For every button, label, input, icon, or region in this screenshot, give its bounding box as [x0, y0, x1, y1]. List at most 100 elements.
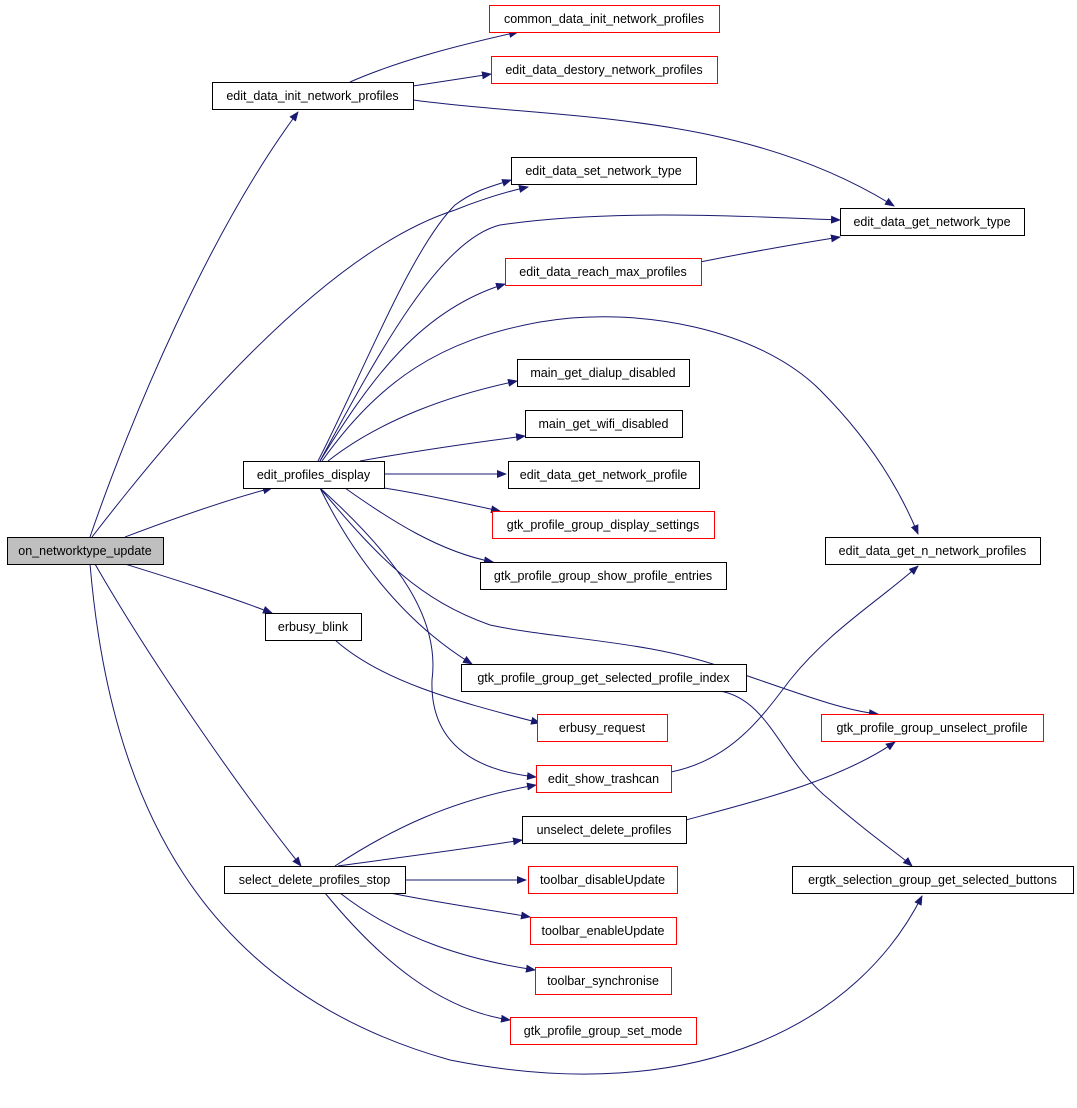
node-label: gtk_profile_group_get_selected_profile_i…: [477, 671, 730, 685]
edge-edit_profiles_display-to-gtk_profile_group_unselect_profile: [319, 487, 879, 718]
node-ergtk_selection_group_get_selected_buttons[interactable]: ergtk_selection_group_get_selected_butto…: [792, 866, 1074, 894]
node-box: [537, 714, 668, 742]
node-box: [508, 461, 700, 489]
edge-edit_show_trashcan-to-edit_data_get_n_network_profiles: [670, 565, 919, 773]
edge-edit_data_init_network_profiles-to-common_data_init_network_profiles: [349, 30, 519, 83]
node-erbusy_blink[interactable]: erbusy_blink: [265, 613, 362, 641]
node-label: edit_data_get_network_profile: [520, 468, 688, 482]
node-unselect_delete_profiles[interactable]: unselect_delete_profiles: [522, 816, 687, 844]
node-box: [530, 917, 677, 945]
node-label: toolbar_disableUpdate: [540, 873, 665, 887]
node-box: [212, 82, 414, 110]
node-box: [510, 1017, 697, 1045]
node-box: [528, 866, 678, 894]
node-edit_data_reach_max_profiles[interactable]: edit_data_reach_max_profiles: [505, 258, 702, 286]
edge-edit_profiles_display-to-edit_show_trashcan: [319, 487, 537, 781]
edge-erbusy_blink-to-erbusy_request: [334, 639, 541, 725]
node-label: edit_data_get_network_type: [853, 215, 1010, 229]
node-gtk_profile_group_get_selected_profile_index[interactable]: gtk_profile_group_get_selected_profile_i…: [461, 664, 747, 692]
node-box: [511, 157, 697, 185]
node-edit_data_init_network_profiles[interactable]: edit_data_init_network_profiles: [212, 82, 414, 110]
node-edit_data_get_network_profile[interactable]: edit_data_get_network_profile: [508, 461, 700, 489]
node-toolbar_synchronise[interactable]: toolbar_synchronise: [535, 967, 672, 995]
node-box: [505, 258, 702, 286]
edge-on_networktype_update-to-select_delete_profiles_stop: [94, 563, 302, 867]
node-toolbar_enableUpdate[interactable]: toolbar_enableUpdate: [530, 917, 677, 945]
node-edit_data_get_n_network_profiles[interactable]: edit_data_get_n_network_profiles: [825, 537, 1041, 565]
node-label: toolbar_synchronise: [547, 974, 659, 988]
edge-edit_profiles_display-to-gtk_profile_group_display_settings: [383, 487, 501, 514]
node-box: [840, 208, 1025, 236]
node-box: [492, 511, 715, 539]
node-box: [825, 537, 1041, 565]
node-label: select_delete_profiles_stop: [239, 873, 391, 887]
edge-on_networktype_update-to-edit_data_set_network_type: [91, 185, 529, 538]
node-box: [489, 5, 720, 33]
node-label: common_data_init_network_profiles: [504, 12, 704, 26]
node-main_get_wifi_disabled[interactable]: main_get_wifi_disabled: [525, 410, 683, 438]
node-toolbar_disableUpdate[interactable]: toolbar_disableUpdate: [528, 866, 678, 894]
node-label: edit_data_set_network_type: [525, 164, 681, 178]
edge-select_delete_profiles_stop-to-toolbar_enableUpdate: [389, 892, 531, 920]
edge-edit_profiles_display-to-edit_data_reach_max_profiles: [319, 282, 506, 462]
node-label: edit_show_trashcan: [548, 772, 659, 786]
node-label: toolbar_enableUpdate: [541, 924, 664, 938]
node-label: gtk_profile_group_unselect_profile: [836, 721, 1027, 735]
edge-edit_data_reach_max_profiles-to-edit_data_get_network_type: [699, 234, 841, 263]
edge-edit_profiles_display-to-gtk_profile_group_get_selected_profile_index: [319, 487, 473, 665]
edge-edit_profiles_display-to-gtk_profile_group_show_profile_entries: [344, 487, 494, 565]
node-label: gtk_profile_group_set_mode: [524, 1024, 682, 1038]
edge-on_networktype_update-to-edit_data_init_network_profiles: [89, 111, 299, 538]
node-label: main_get_wifi_disabled: [539, 417, 669, 431]
edge-gtk_profile_group_get_selected_profile_index-to-ergtk_selection_group_get_selected_buttons: [719, 690, 913, 867]
edge-edit_data_init_network_profiles-to-edit_data_get_network_type: [412, 99, 895, 207]
node-edit_data_get_network_type[interactable]: edit_data_get_network_type: [840, 208, 1025, 236]
edge-select_delete_profiles_stop-to-unselect_delete_profiles: [337, 837, 523, 867]
node-edit_data_set_network_type[interactable]: edit_data_set_network_type: [511, 157, 697, 185]
node-label: edit_data_destory_network_profiles: [505, 63, 702, 77]
edge-on_networktype_update-to-edit_profiles_display: [124, 486, 273, 538]
edge-select_delete_profiles_stop-to-gtk_profile_group_set_mode: [324, 892, 511, 1023]
edge-edit_profiles_display-to-edit_data_set_network_type: [317, 179, 512, 462]
edge-edit_profiles_display-to-edit_data_get_network_type: [319, 214, 841, 462]
node-edit_profiles_display[interactable]: edit_profiles_display: [243, 461, 385, 489]
node-label: main_get_dialup_disabled: [530, 366, 675, 380]
node-label: on_networktype_update: [18, 544, 151, 558]
node-gtk_profile_group_display_settings[interactable]: gtk_profile_group_display_settings: [492, 511, 715, 539]
node-label: edit_data_get_n_network_profiles: [839, 544, 1027, 558]
nodes-layer: on_networktype_update edit_data_init_netw…: [7, 5, 1074, 1045]
edge-edit_profiles_display-to-edit_data_get_n_network_profiles: [321, 316, 919, 535]
edge-edit_data_init_network_profiles-to-edit_data_destory_network_profiles: [412, 71, 492, 87]
node-label: erbusy_request: [559, 721, 646, 735]
node-common_data_init_network_profiles[interactable]: common_data_init_network_profiles: [489, 5, 720, 33]
node-erbusy_request[interactable]: erbusy_request: [537, 714, 668, 742]
node-box: [224, 866, 406, 894]
node-box: [7, 537, 164, 565]
node-select_delete_profiles_stop[interactable]: select_delete_profiles_stop: [224, 866, 406, 894]
node-label: edit_data_reach_max_profiles: [519, 265, 686, 279]
node-label: edit_profiles_display: [257, 468, 371, 482]
node-gtk_profile_group_show_profile_entries[interactable]: gtk_profile_group_show_profile_entries: [480, 562, 727, 590]
edge-select_delete_profiles_stop-to-toolbar_synchronise: [339, 892, 536, 973]
edge-unselect_delete_profiles-to-gtk_profile_group_unselect_profile: [685, 741, 896, 821]
node-gtk_profile_group_unselect_profile[interactable]: gtk_profile_group_unselect_profile: [821, 714, 1044, 742]
node-box: [491, 56, 718, 84]
node-main_get_dialup_disabled[interactable]: main_get_dialup_disabled: [517, 359, 690, 387]
node-box: [536, 765, 672, 793]
edge-edit_profiles_display-to-main_get_wifi_disabled: [359, 433, 526, 462]
node-edit_show_trashcan[interactable]: edit_show_trashcan: [536, 765, 672, 793]
edges-layer: [89, 30, 923, 1075]
node-label: gtk_profile_group_show_profile_entries: [494, 569, 712, 583]
node-label: erbusy_blink: [278, 620, 349, 634]
node-edit_data_destory_network_profiles[interactable]: edit_data_destory_network_profiles: [491, 56, 718, 84]
node-label: unselect_delete_profiles: [537, 823, 672, 837]
node-box: [517, 359, 690, 387]
node-box: [461, 664, 747, 692]
edge-on_networktype_update-to-erbusy_blink: [124, 563, 273, 614]
node-box: [821, 714, 1044, 742]
node-label: gtk_profile_group_display_settings: [507, 518, 700, 532]
edge-edit_profiles_display-to-main_get_dialup_disabled: [327, 378, 518, 462]
node-on_networktype_update[interactable]: on_networktype_update: [7, 537, 164, 565]
node-gtk_profile_group_set_mode[interactable]: gtk_profile_group_set_mode: [510, 1017, 697, 1045]
